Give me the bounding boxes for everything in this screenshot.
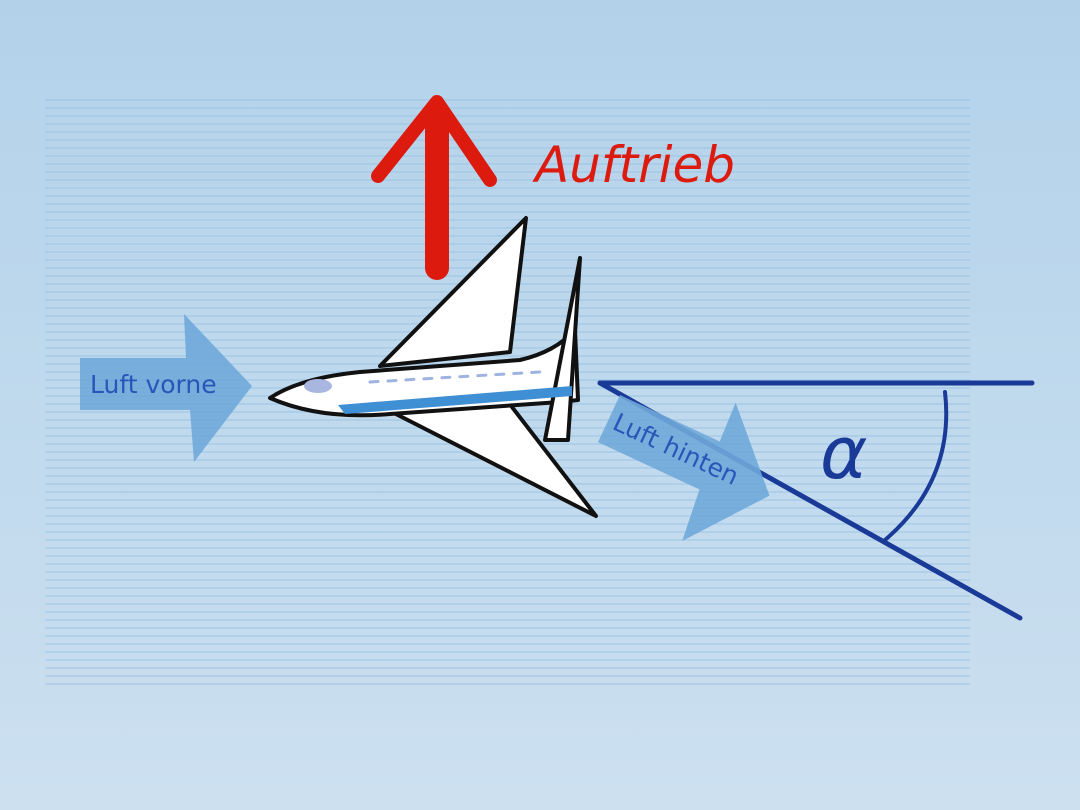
air-front-label: Luft vorne	[90, 370, 217, 399]
tail-fin	[543, 256, 582, 442]
blue-stripe	[338, 386, 572, 414]
airplane	[268, 216, 598, 518]
lift-label: Auftrieb	[532, 136, 735, 194]
lift-arrow	[371, 95, 497, 280]
air-front-arrow	[80, 314, 252, 462]
cockpit-window	[304, 379, 332, 393]
angle-label: α	[820, 411, 867, 495]
upper-wing	[378, 216, 528, 368]
